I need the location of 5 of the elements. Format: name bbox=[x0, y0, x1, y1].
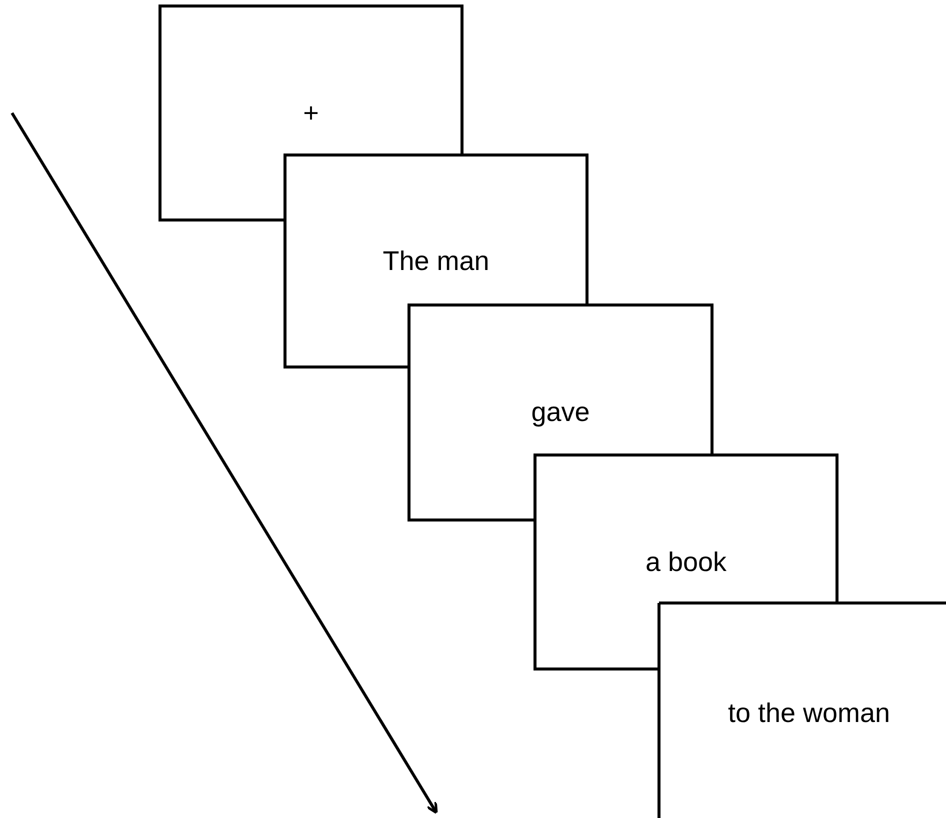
stimulus-text: gave bbox=[531, 397, 590, 428]
stimulus-text: a book bbox=[645, 546, 727, 578]
stimulus-text: to the woman bbox=[728, 698, 890, 728]
stimulus-text: + bbox=[303, 98, 319, 128]
stimulus-text: The man bbox=[382, 246, 490, 276]
